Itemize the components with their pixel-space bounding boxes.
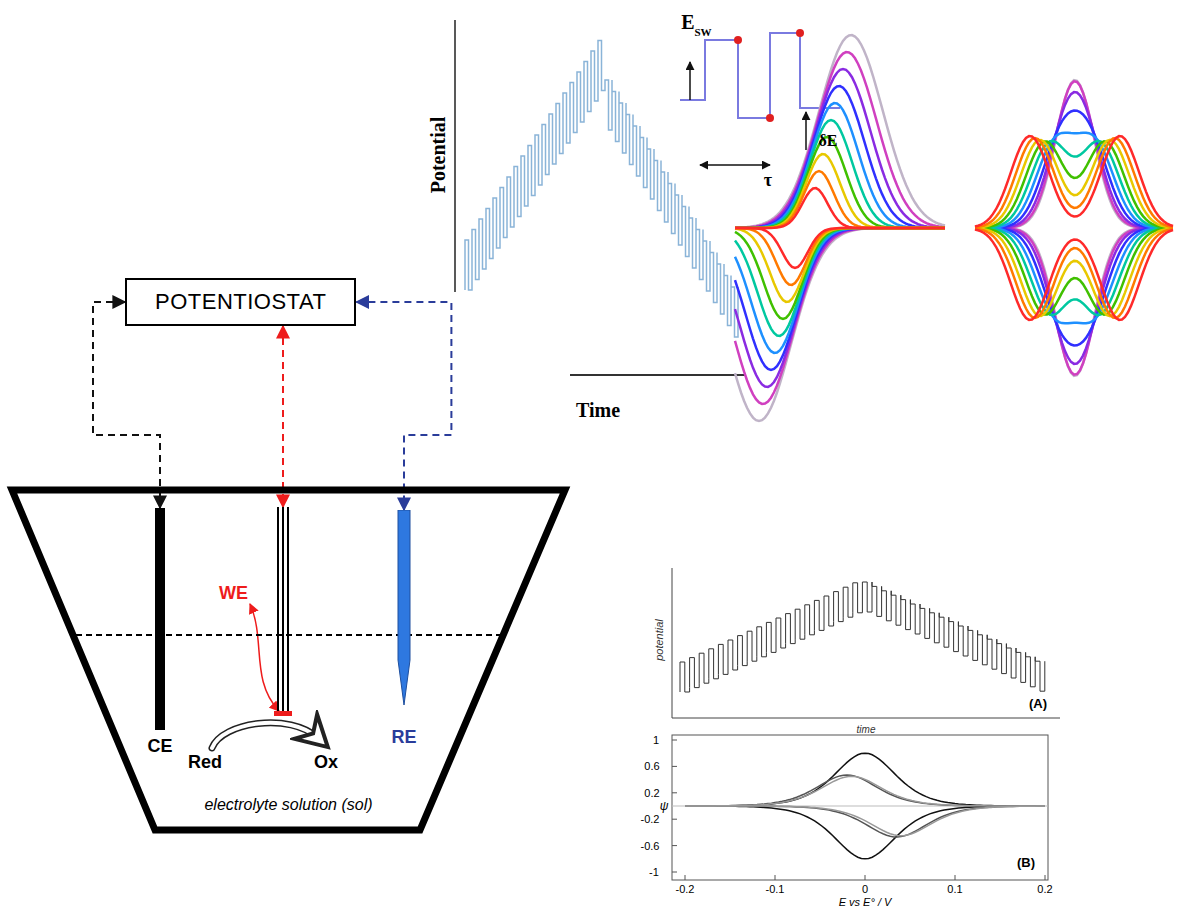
dashed-connector: [282, 326, 284, 507]
axis-label: Red: [188, 753, 222, 771]
square-wave-staircase: [680, 582, 1045, 692]
axis-label: τ: [764, 171, 772, 189]
square-wave-staircase: [465, 41, 738, 338]
axis-label: Potential: [428, 117, 448, 194]
cell-label: electrolyte solution (sol): [12, 796, 565, 814]
dashed-connector: [356, 302, 451, 510]
electrode-symbol: [263, 507, 303, 719]
plot-frame: [672, 735, 1048, 880]
voltammograms-c: [685, 753, 1045, 859]
axis-line: [672, 718, 1060, 719]
electrode-label: WE: [219, 583, 248, 604]
axis-label: (B): [1017, 856, 1035, 869]
electrode-label: RE: [384, 727, 424, 748]
axis-ticks: [672, 740, 1045, 880]
electrode-symbol: [384, 510, 424, 705]
tick-label: 0.1: [947, 884, 962, 895]
tick-label: 0.6: [644, 761, 659, 772]
reference-electrode: RE: [384, 510, 424, 748]
tick-label: -0.2: [641, 814, 660, 825]
axis-label: (A): [1029, 697, 1047, 710]
leader-line: [250, 604, 279, 711]
dashed-connector: [93, 302, 160, 508]
axis-line: [672, 568, 673, 718]
voltammograms-a: [735, 35, 945, 421]
axis-label: potential: [654, 619, 665, 661]
axis-label: δE: [819, 133, 838, 149]
axis-label: SW: [694, 27, 711, 38]
box-label: POTENTIOSTAT: [155, 289, 326, 315]
tick-label: 0: [862, 884, 868, 895]
axis-label: E: [681, 12, 694, 32]
counter-electrode: CE: [140, 508, 180, 757]
working-electrode: WE: [263, 507, 303, 719]
tick-label: 1: [653, 735, 659, 746]
tick-label: -1: [649, 867, 659, 878]
axis-label: Time: [576, 400, 620, 420]
axis-line: [454, 20, 456, 292]
electrode-bar: [155, 508, 165, 730]
tick-label: 0.2: [644, 788, 659, 799]
tick-label: ψ: [660, 800, 669, 812]
voltammograms-b: [975, 80, 1173, 376]
electrode-label: CE: [140, 736, 180, 757]
axis-label: time: [857, 725, 876, 735]
tick-label: -0.6: [641, 841, 660, 852]
reaction-arrow: [212, 723, 318, 748]
instrument-box: POTENTIOSTAT: [125, 278, 356, 326]
axis-label: Ox: [314, 753, 338, 771]
electrochemical-cell: electrolyte solution (sol) CE WE RE: [12, 490, 565, 830]
tick-label: -0.1: [766, 884, 785, 895]
axis-line: [570, 374, 745, 376]
axis-label: E vs E° / V: [839, 897, 892, 908]
tick-label: -0.2: [676, 884, 695, 895]
tick-label: 0.2: [1037, 884, 1052, 895]
reaction-arrow: [212, 723, 318, 748]
